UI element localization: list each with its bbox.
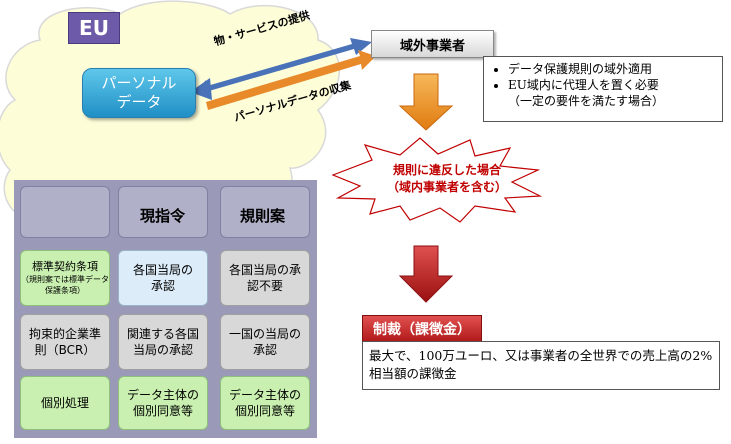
violation-burst	[331, 137, 543, 223]
cell-text: 各国当局の承認	[132, 263, 193, 293]
sanction-description: 最大で、100万ユーロ、又は事業者の全世界での売上高の2%相当額の課徴金	[362, 341, 720, 390]
sanction-box: 制裁（課徴金）	[362, 315, 482, 343]
cell-proposed-individual: データ主体の個別同意等	[220, 376, 310, 430]
row-label-scc: 標準契約条項 （規則案では標準データ保護条項）	[20, 250, 110, 306]
violation-line1: 規則に違反した場合	[392, 163, 501, 177]
cell-current-scc: 各国当局の承認	[118, 250, 208, 306]
row-label-text: 個別処理	[40, 396, 89, 410]
cell-current-bcr: 関連する各国当局の承認	[118, 314, 208, 370]
cell-proposed-scc: 各国当局の承認不要	[220, 250, 310, 306]
sanction-down-arrow	[398, 245, 454, 303]
operator-note: EU域内に代理人を置く必要	[508, 77, 722, 93]
personal-data-line1: パーソナル	[101, 74, 177, 92]
goods-services-arrowhead	[190, 78, 212, 100]
cell-proposed-bcr: 一国の当局の承認	[220, 314, 310, 370]
row-sublabel: （規則案では標準データ保護条項）	[21, 275, 109, 295]
cell-text: データ主体の個別同意等	[229, 388, 302, 418]
operator-down-arrow	[398, 73, 454, 131]
cell-text: 各国当局の承認不要	[229, 263, 302, 293]
row-label-individual: 個別処理	[20, 376, 110, 430]
proposed-regulation-header: 規則案	[240, 207, 286, 225]
table-corner	[20, 186, 110, 238]
cell-text: 一国の当局の承認	[229, 327, 302, 357]
row-label-text: 拘束的企業準則（BCR）	[29, 327, 102, 357]
data-collection-arrow	[206, 50, 376, 110]
table-header-current-bg	[118, 186, 208, 238]
cell-current-individual: データ主体の個別同意等	[118, 376, 208, 430]
operator-note: データ保護規則の域外適用	[508, 61, 722, 77]
cell-text: 関連する各国当局の承認	[127, 327, 200, 357]
goods-services-arrow	[198, 38, 372, 95]
violation-text: 規則に違反した場合 （域内事業者を含む）	[362, 162, 532, 196]
row-label-text: 標準契約条項	[32, 260, 98, 273]
violation-line2: （域内事業者を含む）	[386, 180, 507, 194]
row-label-bcr: 拘束的企業準則（BCR）	[20, 314, 110, 370]
personal-data-line2: データ	[116, 93, 162, 111]
operator-notes: データ保護規則の域外適用 EU域内に代理人を置く必要 （一定の要件を満たす場合）	[483, 56, 723, 122]
current-directive-header: 現指令	[140, 207, 186, 225]
foreign-operator-box: 域外事業者	[371, 30, 494, 58]
personal-data-box: パーソナル データ	[82, 68, 196, 118]
operator-note: （一定の要件を満たす場合）	[508, 94, 665, 108]
eu-label: EU	[68, 12, 120, 44]
cell-text: データ主体の個別同意等	[127, 388, 200, 418]
table-header-proposed-bg	[220, 186, 310, 238]
